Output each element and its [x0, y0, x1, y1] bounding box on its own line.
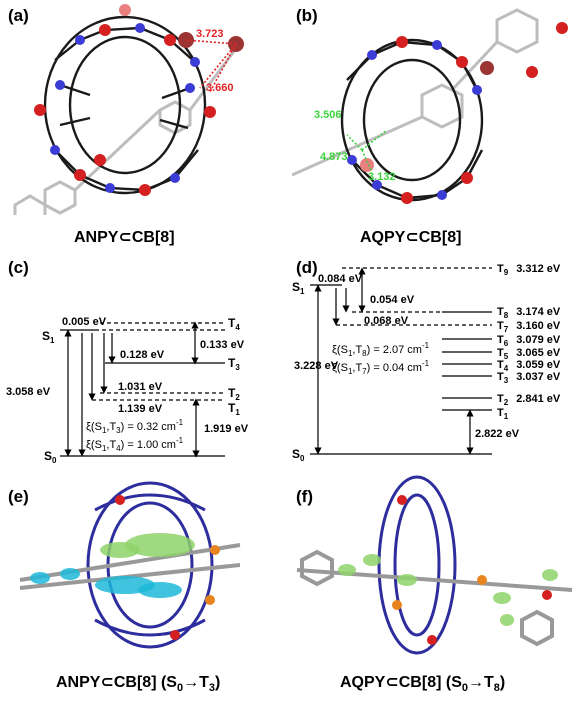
- caption-a-host: CB[8]: [131, 229, 175, 246]
- caption-e-subset: ⊂: [100, 674, 114, 691]
- panel-a-structure: 3.723 3.660: [13, 4, 244, 215]
- caption-e-arrow: →T: [183, 674, 209, 691]
- guest-molecule: [292, 8, 539, 177]
- panel-b-structure: 3.506 4.873 3.132: [292, 8, 568, 204]
- caption-a-subset: ⊂: [118, 229, 132, 246]
- panel-f-caption: AQPY⊂CB[8] (S0→T8): [340, 672, 505, 694]
- gap-s0-t1-c: 1.919 eV: [204, 423, 249, 435]
- gap-s1-t2-c: 1.031 eV: [118, 381, 163, 393]
- gap-t3-t4-c: 0.128 eV: [120, 349, 165, 361]
- soc-d-2: ξ(S1,T7) = 0.04 cm-1: [332, 359, 430, 376]
- caption-a-guest: ANPY: [74, 229, 119, 246]
- caption-f-arrow: →T: [467, 674, 494, 691]
- caption-f-guest: AQPY: [340, 674, 386, 691]
- panel-a-caption: ANPY⊂CB[8]: [74, 227, 175, 247]
- caption-e-close: ): [215, 674, 221, 691]
- caption-b-subset: ⊂: [405, 229, 419, 246]
- panel-f-label: (f): [296, 487, 313, 506]
- caption-e-sub-s: 0: [176, 682, 184, 695]
- caption-f-sub-t: 8: [493, 682, 500, 695]
- panel-f-orbital: [296, 475, 573, 655]
- gap-s1-t9-d: 0.084 eV: [318, 273, 363, 285]
- caption-e-host: CB[8] (S: [113, 674, 177, 691]
- panel-e-orbital: [19, 481, 241, 649]
- triplet-1: T1: [497, 407, 509, 421]
- gap-t8-t9-d: 0.054 eV: [370, 294, 415, 306]
- distance-label-a2: 3.660: [206, 82, 234, 94]
- distance-label-b3: 3.132: [368, 171, 396, 183]
- soc-c-1: ξ(S1,T3) = 0.32 cm-1: [86, 418, 184, 435]
- panel-e-label: (e): [8, 487, 29, 506]
- caption-e-guest: ANPY: [56, 674, 101, 691]
- label-s0-d: S0: [292, 447, 305, 463]
- caption-f-host: CB[8] (S: [398, 674, 462, 691]
- label-s1-c: S1: [42, 329, 55, 345]
- gap-s1-t1-c: 1.139 eV: [118, 403, 163, 415]
- soc-d-1: ξ(S1,T8) = 2.07 cm-1: [332, 341, 430, 358]
- caption-f-close: ): [499, 674, 506, 691]
- label-t4-c: T4: [228, 316, 240, 332]
- panel-b-label: (b): [296, 6, 318, 25]
- gap-s0-s1-c: 3.058 eV: [6, 386, 51, 398]
- distance-label-b1: 3.506: [314, 109, 342, 121]
- caption-e-sub-t: 3: [208, 682, 215, 695]
- label-t3-c: T3: [228, 356, 240, 372]
- orbital-lobes-e: [30, 495, 220, 640]
- caption-b-guest: AQPY: [360, 229, 406, 246]
- guest-molecule: [296, 549, 573, 647]
- caption-f-sub-s: 0: [461, 682, 468, 695]
- caption-b-host: CB[8]: [418, 229, 462, 246]
- panel-c-energy-diagram: S1 S0 T4 T3 T2 T1 0.005 eV 0.128 eV 0.13…: [6, 316, 249, 465]
- cb8-host: [377, 475, 457, 655]
- distance-label-a1: 3.723: [196, 28, 224, 40]
- distance-lines-a: [185, 39, 237, 93]
- panel-a-label: (a): [8, 6, 29, 25]
- label-t1-c: T1: [228, 401, 240, 417]
- gap-s1-t7-d: 0.068 eV: [364, 315, 409, 327]
- gap-s0-s1-d: 3.228 eV: [294, 360, 339, 372]
- gap-s1-t4-c: 0.005 eV: [62, 316, 107, 328]
- soc-c-2: ξ(S1,T4) = 1.00 cm-1: [86, 436, 184, 453]
- caption-f-subset: ⊂: [385, 674, 399, 691]
- distance-label-b2: 4.873: [320, 151, 348, 163]
- panel-c-label: (c): [8, 258, 29, 277]
- panel-b-caption: AQPY⊂CB[8]: [360, 227, 461, 247]
- distance-lines-b: [346, 129, 388, 173]
- label-s0-c: S0: [44, 449, 57, 465]
- guest-molecule: [13, 49, 237, 215]
- panel-e-caption: ANPY⊂CB[8] (S0→T3): [56, 672, 220, 694]
- orbital-lobes-f: [338, 495, 558, 645]
- label-t2-c: T2: [228, 386, 240, 402]
- gap-t4-t3-c: 0.133 eV: [200, 339, 245, 351]
- label-s1-d: S1: [292, 280, 305, 296]
- gap-s0-t1-d: 2.822 eV: [475, 428, 520, 440]
- panel-d-label: (d): [296, 258, 318, 277]
